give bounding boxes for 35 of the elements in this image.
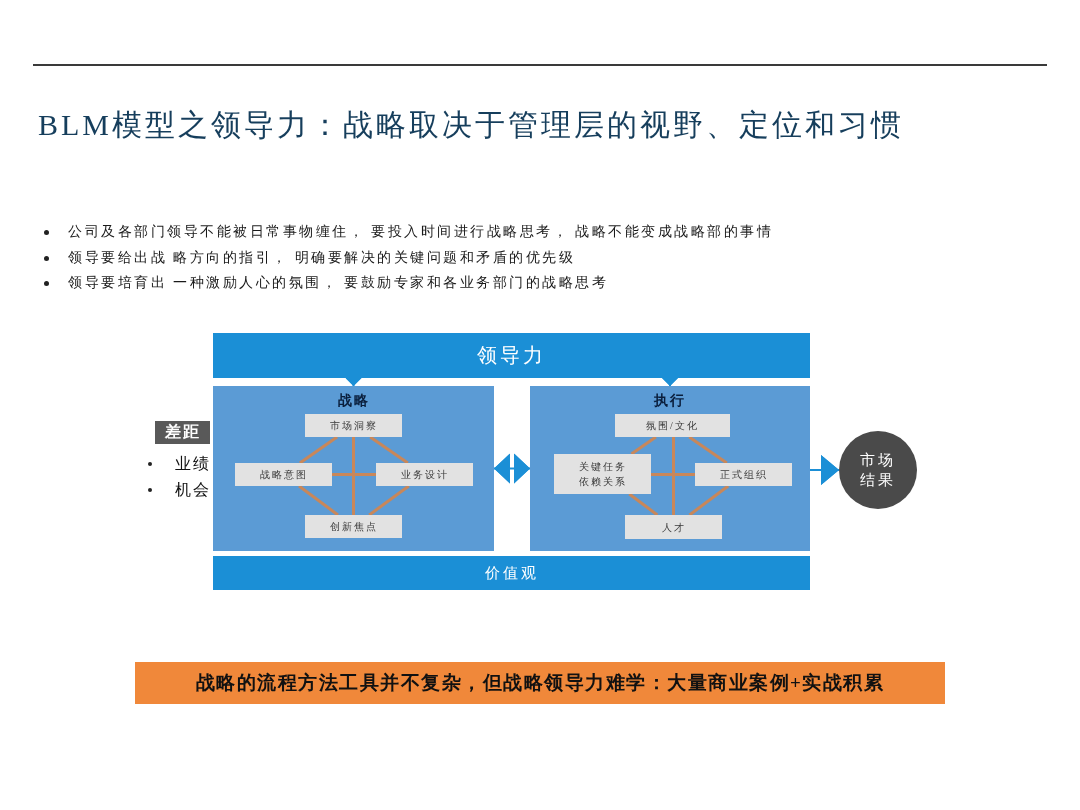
list-item-text: 业绩: [175, 454, 211, 474]
process-box: 人才: [625, 515, 722, 539]
connector-line: [298, 484, 339, 517]
connector-line: [352, 437, 355, 515]
process-box: 氛围/文化: [615, 414, 730, 437]
slide-title: BLM模型之领导力：战略取决于管理层的视野、定位和习惯: [38, 107, 904, 143]
connector-line: [651, 473, 695, 476]
process-box: 战略意图: [235, 463, 332, 486]
connector-line: [628, 492, 659, 517]
process-box: 市场洞察: [305, 414, 402, 437]
bullet-text: 公司及各部门领导不能被日常事物缠住， 要投入时间进行战略思考， 战略不能变成战略部的事情: [68, 223, 773, 241]
bullet-text: 领导要给出战 略方向的指引， 明确要解决的关键问题和矛盾的优先级: [68, 248, 575, 267]
connector-line: [369, 435, 409, 465]
connector-line: [672, 437, 675, 515]
connector-line: [688, 484, 730, 517]
title-band: 领导力: [213, 333, 810, 378]
process-box: 关键任务依赖关系: [554, 454, 651, 494]
process-box: 创新焦点: [305, 515, 402, 538]
panel: [213, 386, 494, 551]
panel: [530, 386, 810, 551]
panel-title: 战略: [337, 392, 370, 410]
panel-title: 执行: [654, 392, 686, 410]
tag-box: 差距: [155, 421, 210, 444]
result-circle: 市场结果: [839, 431, 917, 509]
connector-line: [630, 435, 657, 456]
footer-band: 价值观: [213, 556, 810, 590]
connector-line: [299, 435, 338, 465]
process-box: 正式组织: [695, 463, 792, 486]
connector-line: [332, 473, 376, 476]
bullet-text: 领导要培育出 一种激励人心的氛围， 要鼓励专家和各业务部门的战略思考: [68, 274, 608, 292]
list-item-text: 机会: [175, 480, 211, 500]
process-box: 业务设计: [376, 463, 473, 486]
callout-banner: 战略的流程方法工具并不复杂，但战略领导力难学：大量商业案例+实战积累: [135, 662, 945, 704]
connector-line: [368, 484, 410, 517]
connector-line: [688, 435, 728, 465]
